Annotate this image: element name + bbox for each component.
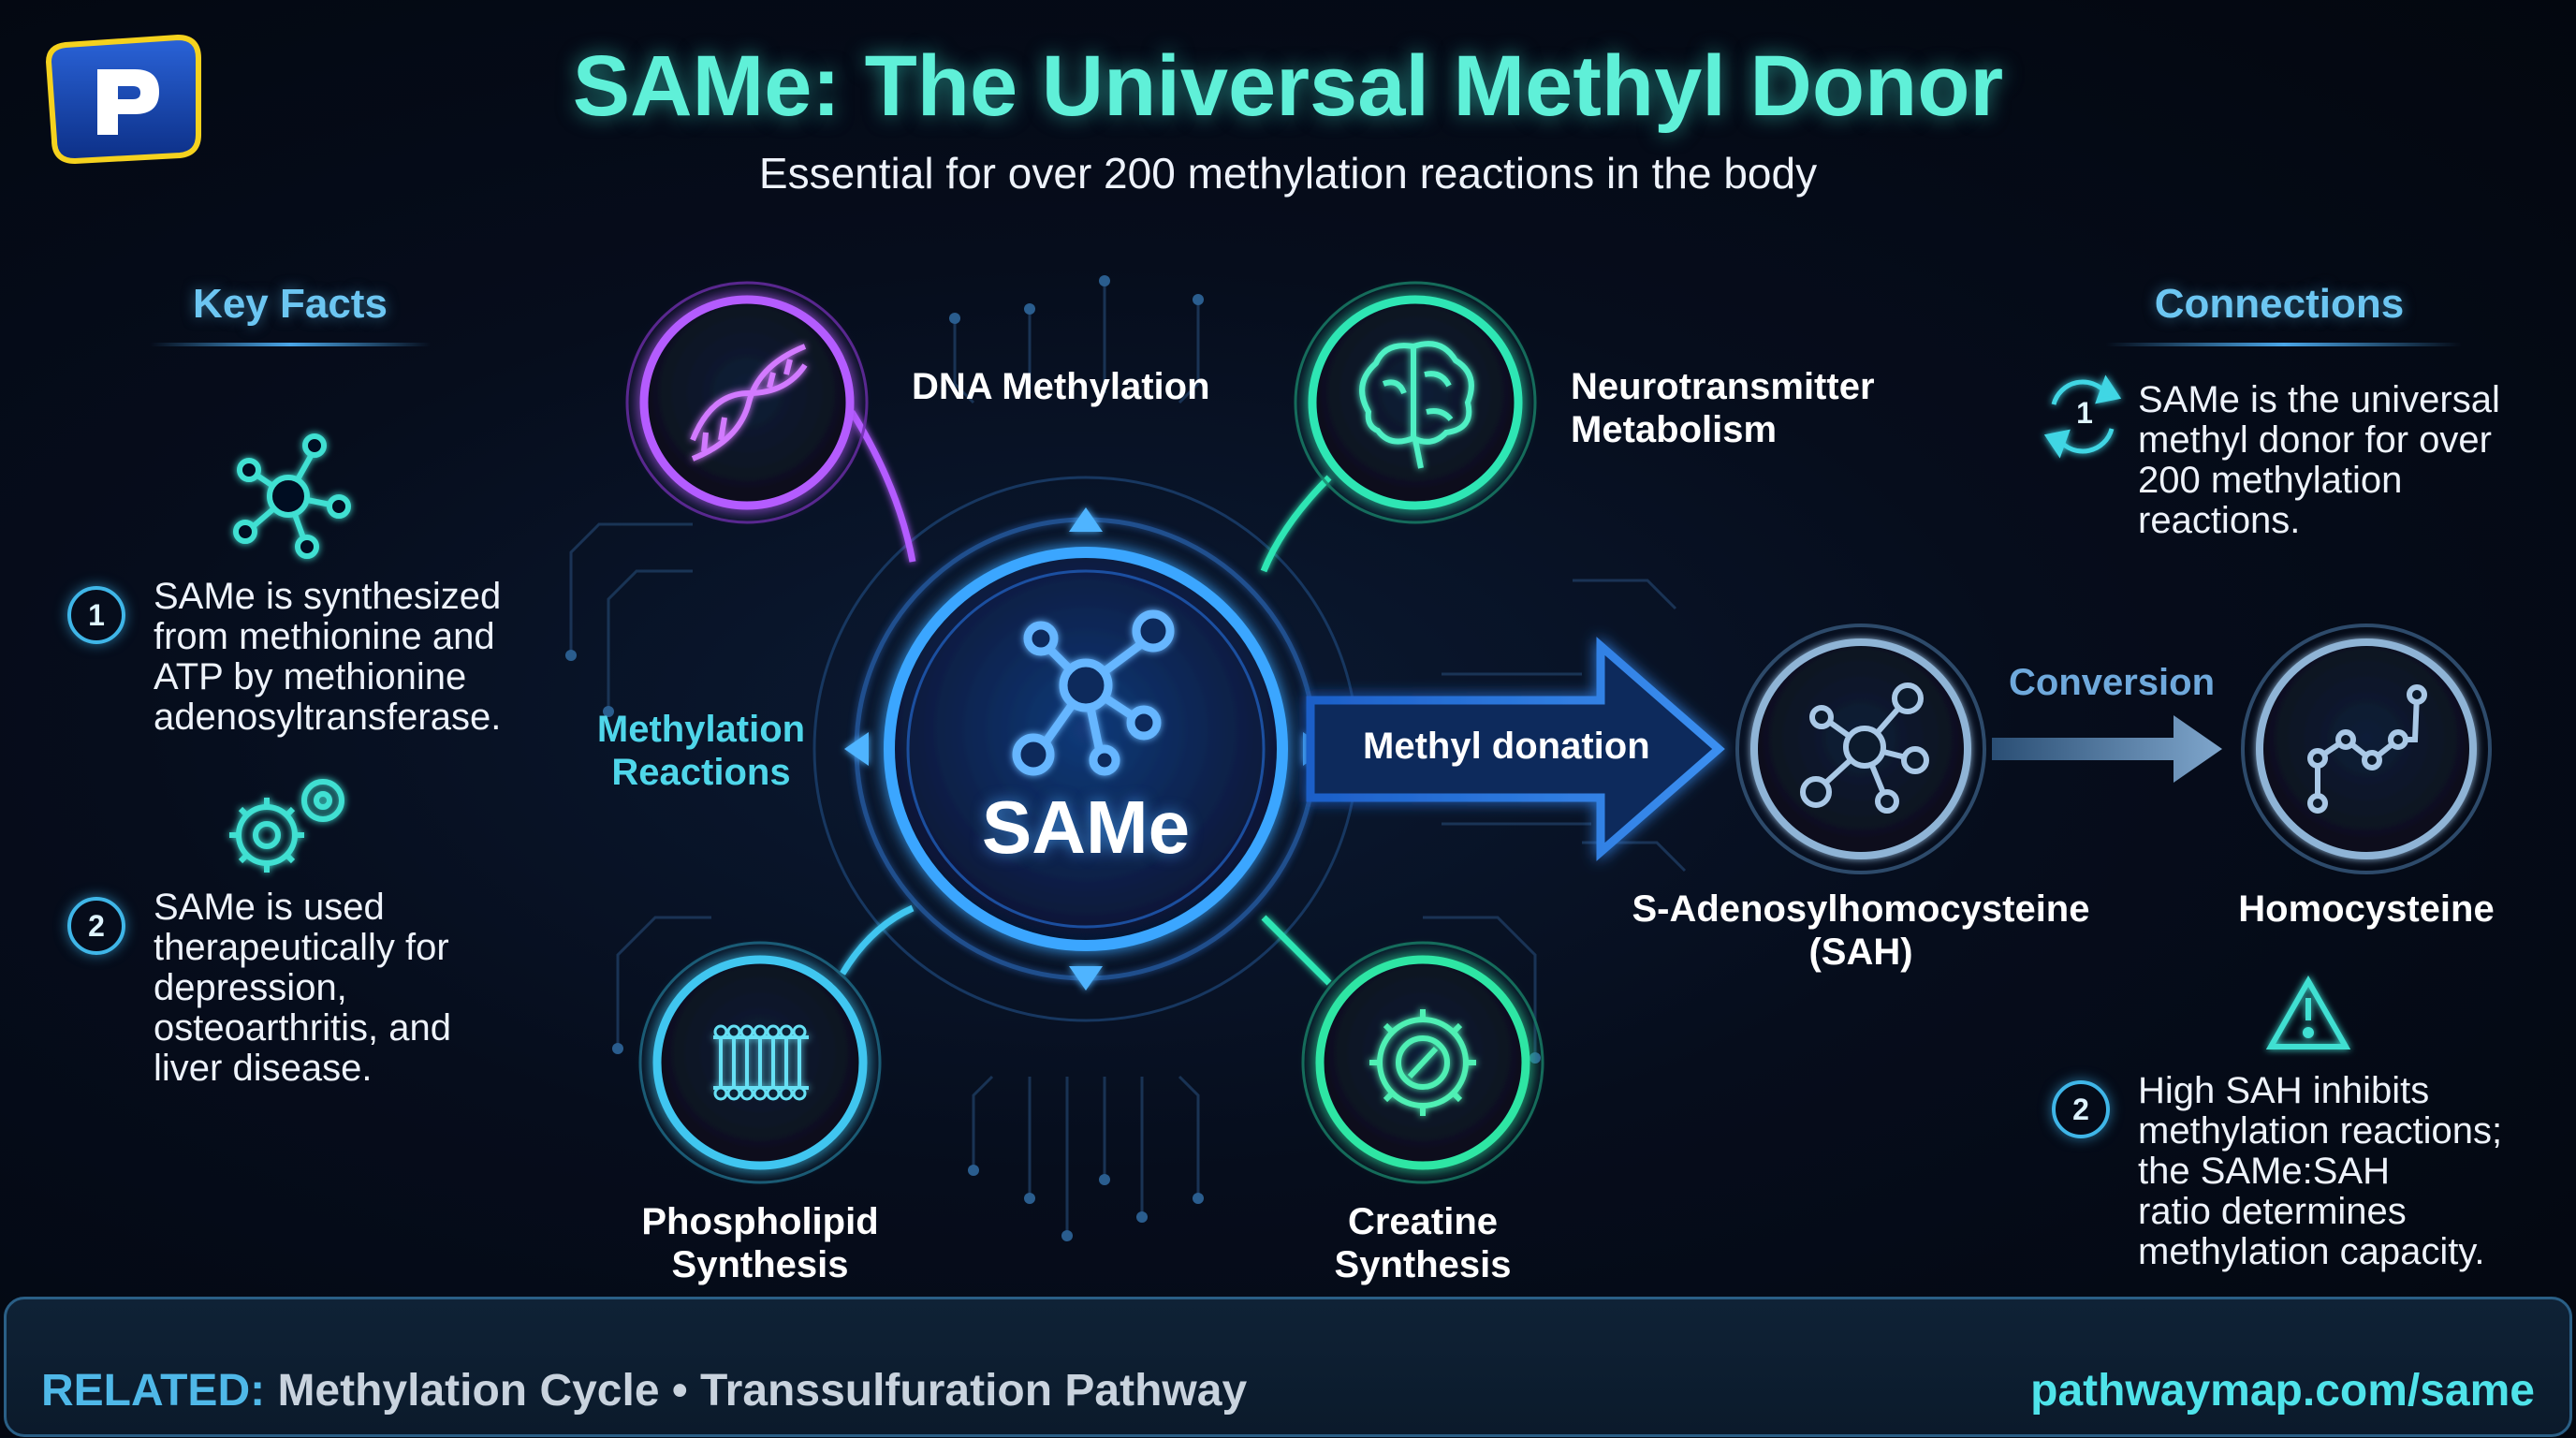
neurotransmitter-node <box>1294 281 1537 524</box>
creatine-label: Creatine Synthesis <box>1334 1201 1512 1285</box>
related-prefix: RELATED: <box>41 1366 266 1416</box>
connector-creatine <box>1261 915 1332 986</box>
related-text[interactable]: Methylation Cycle • Transsulfuration Pat… <box>277 1366 1248 1416</box>
homocysteine-chain-icon <box>2307 684 2427 814</box>
brain-icon <box>1359 341 1474 469</box>
triangle-down-icon <box>1069 966 1103 990</box>
neurotransmitter-label: Neurotransmitter Metabolism <box>1571 366 1875 450</box>
footer-url[interactable]: pathwaymap.com/same <box>2030 1366 2535 1416</box>
page-subtitle: Essential for over 200 methylation react… <box>758 149 1818 198</box>
fact-1-badge: 1 <box>67 586 125 644</box>
sah-node <box>1735 624 1986 874</box>
molecule-small-icon <box>233 433 351 559</box>
methylation-reactions-label: Methylation Reactions <box>596 709 806 793</box>
related-links: RELATED: Methylation Cycle • Transsulfur… <box>41 1365 1247 1416</box>
molecule-icon <box>1012 609 1175 776</box>
creatine-node <box>1301 941 1544 1184</box>
conversion-arrow <box>1992 715 2222 783</box>
connection-2-text: High SAH inhibits methylation reactions;… <box>2138 1070 2503 1272</box>
footer-bar <box>4 1297 2572 1437</box>
connector-phospholipid <box>839 904 915 976</box>
gear-wrench-icon <box>1369 1009 1476 1116</box>
connection-1-text: SAMe is the universal methyl donor for o… <box>2138 379 2500 541</box>
triangle-up-icon <box>1069 507 1103 532</box>
gears-icon <box>229 779 344 873</box>
phospholipid-node <box>638 941 882 1184</box>
dna-methylation-label: DNA Methylation <box>912 366 1210 407</box>
homocysteine-label: Homocysteine <box>2238 888 2495 930</box>
connections-rule <box>2106 343 2462 346</box>
methyl-donation-label: Methyl donation <box>1363 726 1650 767</box>
cycle-icon <box>2043 374 2122 459</box>
methyl-donation-arrow <box>1306 637 1725 861</box>
dna-helix-icon <box>690 344 808 462</box>
conversion-label: Conversion <box>2009 662 2216 703</box>
fact-1-text: SAMe is synthesized from methionine and … <box>154 576 502 738</box>
same-center-label: SAMe <box>981 785 1191 869</box>
page-title: SAMe: The Universal Methyl Donor <box>572 38 2004 134</box>
key-facts-heading: Key Facts <box>193 281 388 327</box>
key-facts-rule <box>150 343 431 346</box>
connections-heading: Connections <box>2154 281 2405 327</box>
sah-molecule-icon <box>1800 682 1929 814</box>
homocysteine-node <box>2241 624 2492 874</box>
connection-1-badge: 1 <box>2076 396 2093 430</box>
connector-neuro <box>1260 475 1332 573</box>
phospholipid-label: Phospholipid Synthesis <box>641 1201 879 1285</box>
connection-2-badge: 2 <box>2052 1080 2110 1138</box>
triangle-left-icon <box>844 732 869 766</box>
fact-2-badge: 2 <box>67 897 125 955</box>
warning-icon <box>2265 975 2351 1049</box>
connector-dna <box>849 410 916 563</box>
fact-2-text: SAMe is used therapeutically for depress… <box>154 887 451 1089</box>
sah-label: S-Adenosylhomocysteine (SAH) <box>1632 888 2090 973</box>
dna-node <box>625 281 869 524</box>
brand-logo <box>37 34 206 165</box>
same-core-circle <box>884 547 1288 951</box>
